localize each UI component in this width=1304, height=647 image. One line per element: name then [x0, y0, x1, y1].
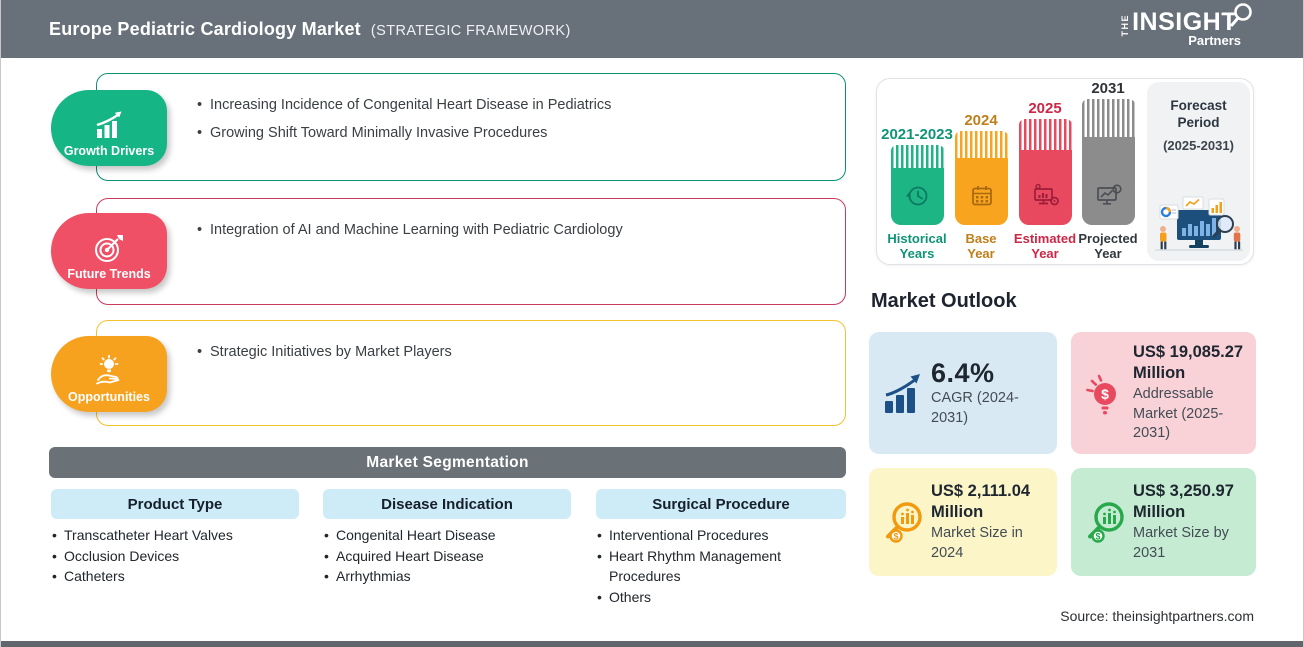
- list-item: Arrhythmias: [323, 566, 585, 587]
- badge-label: Future Trends: [67, 267, 151, 281]
- addressable-market-label: Addressable Market (2025-2031): [1133, 386, 1224, 442]
- base-year-bar: [955, 131, 1008, 225]
- future-trends-box: Integration of AI and Machine Learning w…: [96, 198, 846, 305]
- bar-stripe-cap: [1082, 99, 1135, 137]
- header-bar: Europe Pediatric Cardiology Market (STRAT…: [1, 0, 1303, 58]
- logo-the-text: The: [1120, 14, 1131, 37]
- list-item: Interventional Procedures: [596, 525, 841, 546]
- bottom-divider: [1, 641, 1303, 647]
- badge-label: Growth Drivers: [63, 144, 155, 158]
- source-attribution: Source: theinsightpartners.com: [1060, 608, 1254, 624]
- logo-insight-text: INSIGHT: [1132, 8, 1237, 36]
- year-label: 2025: [1028, 100, 1062, 117]
- list-item: Integration of AI and Machine Learning w…: [197, 216, 825, 244]
- list-item: Growing Shift Toward Minimally Invasive …: [197, 119, 825, 147]
- analytics-illustration: [1154, 196, 1243, 251]
- addressable-market-card: $ US$ 19,085.27 Million Addressable Mark…: [1071, 332, 1256, 454]
- list-item: Others: [596, 587, 841, 608]
- growth-bars-arrow-icon: [885, 374, 920, 413]
- disease-indication-list: Congenital Heart Disease Acquired Heart …: [323, 525, 585, 587]
- surgical-procedure-list: Interventional Procedures Heart Rhythm M…: [596, 525, 841, 607]
- presentation-chart-icon: [1096, 184, 1122, 205]
- timeline-panel: 2021-2023 2024 2025 2031: [876, 78, 1254, 265]
- monitor-analytics-icon: [1033, 183, 1059, 206]
- opportunities-list: Strategic Initiatives by Market Players: [97, 321, 845, 366]
- forecast-period-range: (2025-2031): [1163, 138, 1234, 153]
- svg-text:$: $: [1101, 386, 1109, 402]
- year-label: 2031: [1091, 80, 1125, 97]
- bar-stripe-cap: [891, 145, 944, 168]
- future-trends-list: Integration of AI and Machine Learning w…: [97, 199, 845, 244]
- market-size-2031-label: Market Size by 2031: [1133, 525, 1229, 561]
- historical-years-bar: [891, 145, 944, 225]
- opportunities-box: Strategic Initiatives by Market Players: [96, 320, 846, 426]
- segment-column-header-product-type: Product Type: [51, 489, 299, 519]
- list-item: Strategic Initiatives by Market Players: [197, 338, 825, 366]
- product-type-list: Transcatheter Heart Valves Occlusion Dev…: [51, 525, 313, 587]
- list-item: Transcatheter Heart Valves: [51, 525, 313, 546]
- page-title: Europe Pediatric Cardiology Market: [49, 18, 361, 39]
- growth-chart-icon: [96, 111, 122, 138]
- growth-drivers-box: Increasing Incidence of Congenital Heart…: [96, 73, 846, 181]
- market-size-2024-label: Market Size in 2024: [931, 525, 1023, 561]
- list-item: Increasing Incidence of Congenital Heart…: [197, 91, 825, 119]
- calendar-icon: [971, 186, 992, 206]
- growth-drivers-badge: Growth Drivers: [51, 90, 167, 166]
- magnifier-icon: [1230, 3, 1252, 27]
- opportunities-badge: Opportunities: [51, 336, 167, 412]
- list-item: Heart Rhythm Management Procedures: [596, 546, 841, 587]
- segment-column-header-surgical-procedure: Surgical Procedure: [596, 489, 846, 519]
- badge-label: Opportunities: [68, 390, 150, 404]
- market-outlook-title: Market Outlook: [871, 290, 1017, 312]
- cagr-label: CAGR (2024-2031): [931, 390, 1019, 426]
- year-label: 2024: [964, 112, 998, 129]
- segment-column-header-disease-indication: Disease Indication: [323, 489, 571, 519]
- logo-partners-text: Partners: [1188, 33, 1241, 48]
- page-subtitle: (STRATEGIC FRAMEWORK): [370, 22, 571, 39]
- insight-partners-logo: The INSIGHT Partners: [1120, 3, 1255, 48]
- market-size-2024-card: $ US$ 2,111.04 Million Market Size in 20…: [869, 468, 1057, 576]
- bulb-dollar-icon: $: [1086, 374, 1116, 415]
- addressable-market-value: US$ 19,085.27 Million: [1133, 343, 1244, 383]
- estimated-year-bar: [1019, 119, 1072, 225]
- market-size-2031-value: US$ 3,250.97 Million: [1133, 482, 1234, 521]
- year-label: 2021-2023: [881, 126, 953, 143]
- list-item: Occlusion Devices: [51, 546, 313, 567]
- magnifier-chart-icon: $: [1088, 502, 1124, 543]
- target-dart-icon: [95, 235, 123, 262]
- magnifier-chart-icon: $: [886, 502, 922, 543]
- growth-drivers-list: Increasing Incidence of Congenital Heart…: [97, 74, 845, 147]
- projected-year-bar: [1082, 99, 1135, 225]
- bar-stripe-cap: [955, 131, 1008, 158]
- market-size-2031-card: $ US$ 3,250.97 Million Market Size by 20…: [1071, 468, 1256, 576]
- list-item: Catheters: [51, 566, 313, 587]
- list-item: Acquired Heart Disease: [323, 546, 585, 567]
- bar-stripe-cap: [1019, 119, 1072, 150]
- market-size-2024-value: US$ 2,111.04 Million: [931, 482, 1031, 521]
- page-title-group: Europe Pediatric Cardiology Market (STRAT…: [49, 19, 571, 40]
- idea-hand-icon: [96, 355, 120, 385]
- svg-text:$: $: [1095, 532, 1100, 542]
- clock-history-icon: [905, 186, 927, 206]
- market-segmentation-header: Market Segmentation: [49, 447, 846, 478]
- list-item: Congenital Heart Disease: [323, 525, 585, 546]
- svg-text:$: $: [893, 532, 898, 542]
- cagr-value: 6.4%: [931, 358, 995, 388]
- cagr-card: 6.4% CAGR (2024-2031): [869, 332, 1057, 454]
- future-trends-badge: Future Trends: [51, 213, 167, 289]
